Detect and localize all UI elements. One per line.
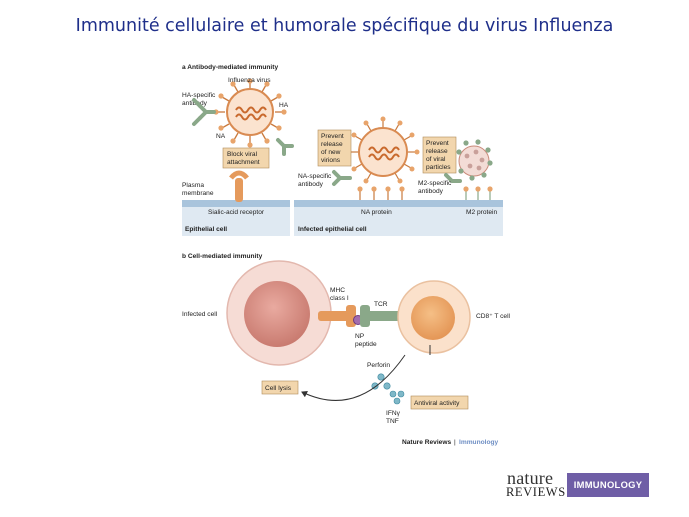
cytokine-dot bbox=[389, 390, 397, 398]
credit-journal: Nature Reviews bbox=[402, 439, 451, 446]
m2-antibody-label-1: M2-specific bbox=[418, 180, 452, 187]
infected-membrane bbox=[294, 200, 503, 207]
prevent-part-label-4: particles bbox=[426, 164, 451, 171]
block-label-2: attachment bbox=[227, 159, 260, 166]
na-proteins bbox=[359, 190, 403, 200]
logo-immunology-badge: IMMUNOLOGY bbox=[567, 473, 649, 497]
cd8-label: CD8⁺ T cell bbox=[476, 313, 511, 320]
cell-lysis-arrow bbox=[301, 354, 406, 401]
prevent-particles-box bbox=[422, 136, 457, 174]
np-label-1: NP bbox=[355, 333, 365, 340]
np-label-2: peptide bbox=[355, 341, 377, 348]
prevent-new-label-4: virions bbox=[321, 157, 341, 164]
m2-specific-antibody bbox=[444, 173, 462, 183]
cd8-t-cell-nucleus bbox=[411, 296, 455, 340]
ha-antibody-label-1: HA-specific bbox=[182, 92, 216, 99]
nature-reviews-logo: nature REVIEWS IMMUNOLOGY bbox=[506, 468, 649, 500]
na-specific-antibody bbox=[332, 170, 352, 186]
infected-cell-nucleus bbox=[244, 281, 310, 347]
logo-nature-text: nature bbox=[507, 468, 554, 488]
ifn-label: IFNγ bbox=[386, 410, 401, 417]
panel-b-title: b Cell-mediated immunity bbox=[182, 253, 263, 260]
sialic-label: Sialic-acid receptor bbox=[208, 209, 265, 216]
block-attachment-box bbox=[222, 147, 270, 169]
infected-epithelial-label: Infected epithelial cell bbox=[298, 226, 367, 233]
na-protein-dot bbox=[357, 186, 363, 192]
sialic-acid-receptor bbox=[229, 170, 249, 202]
m2-protein-dot bbox=[463, 186, 469, 192]
perforin-dot bbox=[377, 373, 385, 381]
credit-separator: | bbox=[454, 439, 456, 446]
influenza-virus-label: Influenza virus bbox=[228, 77, 271, 84]
ha-label: HA bbox=[279, 102, 289, 109]
prevent-new-virions-box bbox=[317, 129, 352, 167]
prevent-part-label-3: of viral bbox=[426, 156, 446, 163]
m2-protein-dot bbox=[487, 186, 493, 192]
tnf-label: TNF bbox=[386, 418, 399, 425]
m2-antibody-label-2: antibody bbox=[418, 188, 444, 195]
epithelial-cell-label: Epithelial cell bbox=[185, 226, 227, 233]
m2-protein-dot bbox=[475, 186, 481, 192]
perforin-dot bbox=[383, 382, 391, 390]
cell-lysis-label: Cell lysis bbox=[265, 385, 292, 392]
ha-antibody-left bbox=[192, 98, 216, 126]
plasma-label-2: membrane bbox=[182, 190, 214, 197]
budding-virus bbox=[346, 116, 420, 184]
na-protein-dot bbox=[399, 186, 405, 192]
cytokine-dot bbox=[393, 397, 401, 405]
infected-cell-label: Infected cell bbox=[182, 311, 218, 318]
na-label: NA bbox=[216, 133, 226, 140]
prevent-part-label-2: release bbox=[426, 148, 448, 155]
slide-title: Immunité cellulaire et humorale spécifiq… bbox=[75, 16, 614, 36]
cell-lysis-box bbox=[261, 380, 299, 395]
plasma-membrane bbox=[182, 200, 290, 207]
mhc-label-2: class I bbox=[330, 295, 349, 302]
logo-reviews-text: REVIEWS bbox=[506, 485, 566, 499]
influenza-virus-left bbox=[213, 78, 287, 148]
na-antibody-label-1: NA-specific bbox=[298, 173, 332, 180]
mhc-label-1: MHC bbox=[330, 287, 345, 294]
na-protein-dot bbox=[385, 186, 391, 192]
block-label-1: Block viral bbox=[227, 151, 258, 158]
na-protein-dot bbox=[371, 186, 377, 192]
tcr bbox=[360, 305, 402, 327]
perforin-label: Perforin bbox=[367, 362, 390, 369]
antiviral-box bbox=[410, 395, 469, 410]
prevent-part-label-1: Prevent bbox=[426, 140, 449, 147]
credit-section: Immunology bbox=[459, 439, 499, 446]
prevent-new-label-3: of new bbox=[321, 149, 341, 156]
prevent-new-label-2: release bbox=[321, 141, 343, 148]
prevent-new-label-1: Prevent bbox=[321, 133, 344, 140]
na-antibody-label-2: antibody bbox=[298, 181, 324, 188]
m2-protein-label: M2 protein bbox=[466, 209, 497, 216]
tcr-label: TCR bbox=[374, 301, 388, 308]
panel-a-title: a Antibody-mediated immunity bbox=[182, 64, 278, 71]
ha-antibody-right bbox=[276, 138, 294, 156]
antiviral-label: Antiviral activity bbox=[414, 400, 460, 407]
cytokine-dot bbox=[397, 390, 405, 398]
plasma-label-1: Plasma bbox=[182, 182, 204, 189]
viral-particles bbox=[456, 139, 493, 181]
m2-proteins bbox=[465, 190, 491, 200]
na-protein-label: NA protein bbox=[361, 209, 392, 216]
